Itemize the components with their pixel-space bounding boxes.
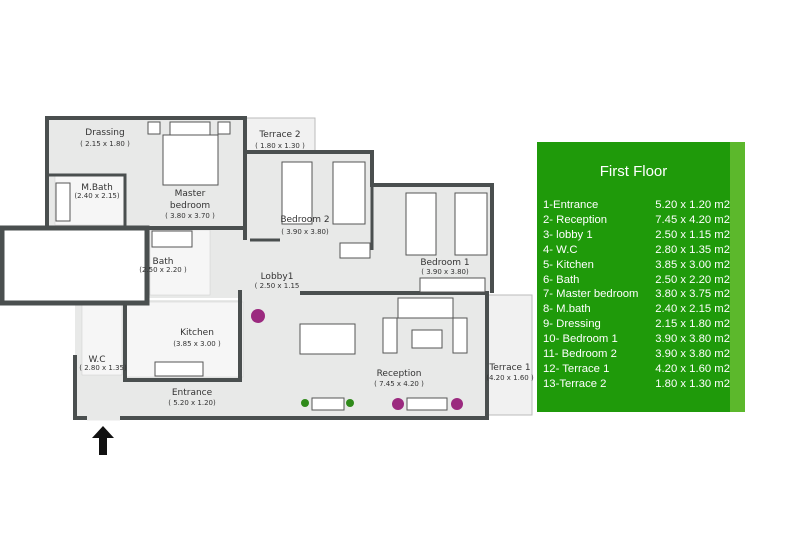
room-label-bedroom2: Bedroom 2: [280, 215, 329, 225]
legend-room-name: 13-Terrace 2: [543, 377, 607, 390]
legend-row: 3- lobby 1 2.50 x 1.15 m2: [543, 228, 730, 243]
svg-text:( 5.20 x 1.20): ( 5.20 x 1.20): [168, 399, 216, 407]
legend-row: 2- Reception 7.45 x 4.20 m2: [543, 213, 730, 228]
legend-room-area: 3.80 x 3.75 m2: [655, 288, 730, 301]
furniture: [55, 121, 488, 411]
bedroom1-bed-left: [405, 192, 437, 256]
svg-text:( 3.90 x 3.80): ( 3.90 x 3.80): [281, 228, 329, 236]
legend-room-name: 10- Bedroom 1: [543, 333, 618, 346]
legend-panel: First Floor 1-Entrance 5.20 x 1.20 m2 2- R…: [537, 142, 730, 412]
svg-text:(4.20 x 1.60 ): (4.20 x 1.60 ): [486, 374, 534, 382]
legend-room-name: 4- W.C: [543, 243, 578, 256]
svg-text:( 2.50 x 1.15: ( 2.50 x 1.15: [255, 282, 300, 290]
legend-room-area: 2.15 x 1.80 m2: [655, 318, 730, 331]
legend-row: 6- Bath 2.50 x 2.20 m2: [543, 273, 730, 288]
room-label-wc: W.C: [88, 355, 105, 365]
legend-room-name: 11- Bedroom 2: [543, 348, 617, 361]
legend-room-area: 1.80 x 1.30 m2: [655, 377, 730, 390]
svg-text:( 2.15 x 1.80 ): ( 2.15 x 1.80 ): [80, 140, 130, 148]
legend-room-name: 1-Entrance: [543, 199, 599, 211]
legend-room-area: 7.45 x 4.20 m2: [655, 213, 730, 226]
legend-row: 7- Master bedroom 3.80 x 3.75 m2: [543, 287, 730, 302]
legend-room-name: 9- Dressing: [543, 318, 601, 331]
bath-tub: [151, 230, 193, 248]
terrace-2: [244, 117, 316, 153]
legend-room-area: 3.85 x 3.00 m2: [655, 258, 730, 271]
legend-title: First Floor: [599, 163, 668, 180]
legend-room-name: 6- Bath: [543, 273, 580, 286]
legend-room-name: 3- lobby 1: [543, 228, 593, 241]
room-label-terrace2: Terrace 2: [258, 130, 300, 140]
svg-text:(2.40 x 2.15): (2.40 x 2.15): [74, 192, 119, 200]
walls: [0, 116, 494, 421]
coffee-table: [411, 329, 443, 349]
legend-room-name: 12- Terrace 1: [543, 362, 610, 375]
room-label-mbath: M.Bath: [81, 183, 113, 193]
room-label-bath: Bath: [153, 257, 174, 267]
legend-room-area: 4.20 x 1.60 m2: [655, 362, 730, 375]
svg-text:( 1.80 x 1.30 ): ( 1.80 x 1.30 ): [255, 142, 305, 150]
legend-row: 11- Bedroom 2 3.90 x 3.80 m2: [543, 347, 730, 362]
room-label-terrace1: Terrace 1: [488, 363, 530, 373]
legend-row: 13-Terrace 2 1.80 x 1.30 m2: [543, 377, 730, 392]
legend-room-area: 2.40 x 2.15 m2: [655, 303, 730, 316]
sofa: [397, 297, 454, 319]
bedroom2-bed-right: [332, 161, 366, 225]
kitchen-counter: [154, 361, 204, 377]
svg-text:(3.85 x 3.00 ): (3.85 x 3.00 ): [173, 340, 221, 348]
svg-text:( 7.45 x 4.20 ): ( 7.45 x 4.20 ): [374, 380, 424, 388]
legend-room-area: 5.20 x 1.20 m2: [655, 199, 730, 211]
svg-text:(2.50 x 2.20 ): (2.50 x 2.20 ): [139, 266, 187, 274]
legend-strip: [730, 142, 745, 412]
legend-room-name: 2- Reception: [543, 213, 608, 226]
legend-row: 10- Bedroom 1 3.90 x 3.80 m2: [543, 332, 730, 347]
room-label-bedroom1: Bedroom 1: [420, 258, 469, 268]
legend-room-area: 2.80 x 1.35 m2: [655, 243, 730, 256]
svg-text:( 3.80 x 3.70 ): ( 3.80 x 3.70 ): [165, 212, 215, 220]
mbath-tub: [55, 182, 71, 222]
legend-rows: 1-Entrance 5.20 x 1.20 m2 2- Reception 7.45…: [543, 198, 730, 392]
legend-row: 12- Terrace 1 4.20 x 1.60 m2: [543, 362, 730, 377]
legend-row: 9- Dressing 2.15 x 1.80 m2: [543, 317, 730, 332]
svg-text:( 2.80 x 1.35): ( 2.80 x 1.35): [79, 364, 127, 372]
bedroom2-bed-left: [281, 161, 313, 225]
legend-room-area: 2.50 x 2.20 m2: [655, 273, 730, 286]
legend-row: 5- Kitchen 3.85 x 3.00 m2: [543, 258, 730, 273]
terrace-1: [486, 294, 533, 416]
room-labels: Drassing ( 2.15 x 1.80 ) M.Bath (2.40 x …: [74, 128, 534, 407]
bedroom1-bed-right: [454, 192, 488, 256]
legend-room-area: 2.50 x 1.15 m2: [655, 228, 730, 241]
room-label-lobby: Lobby1: [261, 272, 294, 282]
legend-row: 1-Entrance 5.20 x 1.20 m2: [543, 198, 730, 213]
arrow-up-icon: [92, 426, 114, 455]
legend-row: 8- M.bath 2.40 x 2.15 m2: [543, 302, 730, 317]
room-label-master: Master: [175, 189, 206, 199]
svg-text:( 3.90 x 3.80): ( 3.90 x 3.80): [421, 268, 469, 276]
room-label-dressing: Drassing: [85, 128, 124, 138]
legend-room-name: 7- Master bedroom: [543, 288, 639, 301]
plants: [251, 309, 463, 410]
room-label-entrance: Entrance: [172, 388, 213, 398]
master-bed: [162, 134, 219, 186]
legend-room-area: 3.90 x 3.80 m2: [655, 333, 730, 346]
room-label-reception: Reception: [377, 369, 422, 379]
legend-room-name: 5- Kitchen: [543, 258, 594, 271]
svg-text:bedroom: bedroom: [170, 201, 210, 211]
legend-row: 4- W.C 2.80 x 1.35 m2: [543, 243, 730, 258]
legend-room-name: 8- M.bath: [543, 303, 591, 316]
dining-table: [299, 323, 356, 355]
room-label-kitchen: Kitchen: [180, 328, 214, 338]
legend-room-area: 3.90 x 3.80 m2: [655, 348, 730, 361]
